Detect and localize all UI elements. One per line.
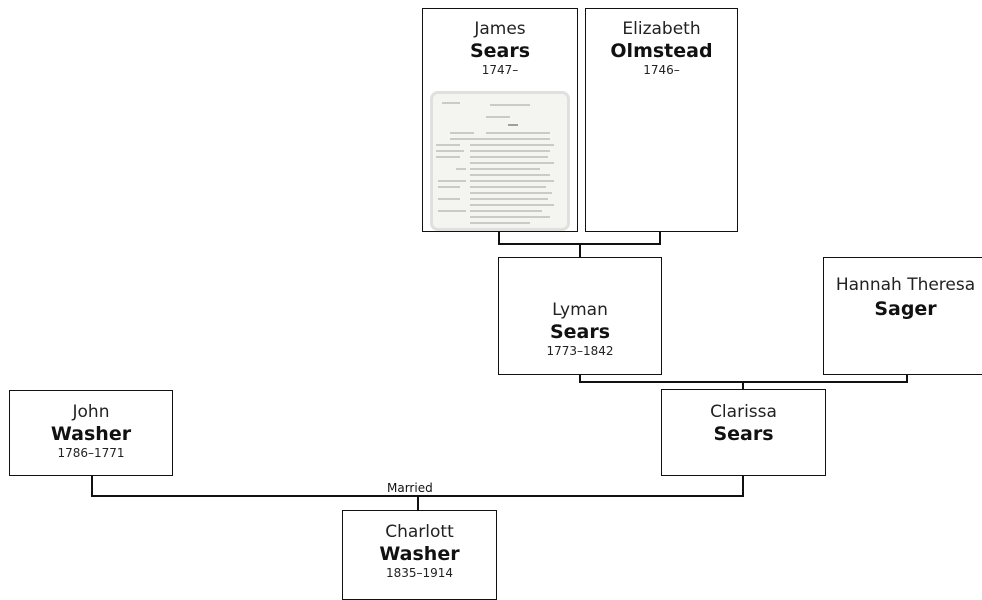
person-card-john-washer[interactable]: John Washer 1786–1771 bbox=[9, 390, 173, 476]
connector-hannah-down bbox=[906, 374, 908, 383]
document-thumbnail[interactable] bbox=[430, 91, 570, 231]
connector-lyman-down bbox=[579, 374, 581, 383]
life-dates: 1773–1842 bbox=[546, 344, 614, 358]
connector-clarissa-down bbox=[742, 475, 744, 497]
marriage-label: Married bbox=[387, 481, 433, 495]
given-name: John bbox=[72, 402, 110, 422]
given-name: Clarissa bbox=[710, 402, 777, 422]
person-card-elizabeth-olmstead[interactable]: Elizabeth Olmstead 1746– bbox=[585, 8, 738, 232]
given-name: Hannah Theresa bbox=[835, 275, 976, 295]
document-image bbox=[430, 91, 570, 231]
given-name: James bbox=[474, 19, 526, 39]
surname: Sears bbox=[469, 40, 531, 62]
connector-to-charlott bbox=[417, 495, 419, 511]
life-dates: 1746– bbox=[643, 63, 680, 77]
life-dates: 1747– bbox=[481, 63, 519, 77]
person-card-james-sears[interactable]: James Sears 1747– bbox=[422, 8, 578, 232]
given-name: Elizabeth bbox=[622, 19, 701, 39]
connector-elizabeth-down bbox=[659, 231, 661, 244]
surname: Washer bbox=[379, 543, 460, 565]
person-card-lyman-sears[interactable]: Lyman Sears 1773–1842 bbox=[498, 257, 662, 375]
person-card-hannah-sager[interactable]: Hannah Theresa Sager bbox=[823, 257, 982, 375]
given-name: Charlott bbox=[385, 522, 454, 542]
surname: Olmstead bbox=[610, 40, 713, 62]
surname: Washer bbox=[50, 423, 132, 445]
connector-to-lyman bbox=[579, 243, 581, 258]
life-dates: 1835–1914 bbox=[385, 566, 454, 580]
given-name: Lyman bbox=[552, 300, 608, 320]
connector-james-down bbox=[498, 231, 500, 244]
life-dates: 1786–1771 bbox=[57, 446, 125, 460]
surname: Sears bbox=[549, 321, 611, 343]
surname: Sager bbox=[874, 298, 937, 320]
connector-to-clarissa bbox=[742, 381, 744, 390]
person-card-clarissa-sears[interactable]: Clarissa Sears bbox=[661, 389, 826, 476]
surname: Sears bbox=[713, 423, 774, 445]
connector-john-down bbox=[91, 475, 93, 497]
person-card-charlott-washer[interactable]: Charlott Washer 1835–1914 bbox=[342, 510, 497, 600]
